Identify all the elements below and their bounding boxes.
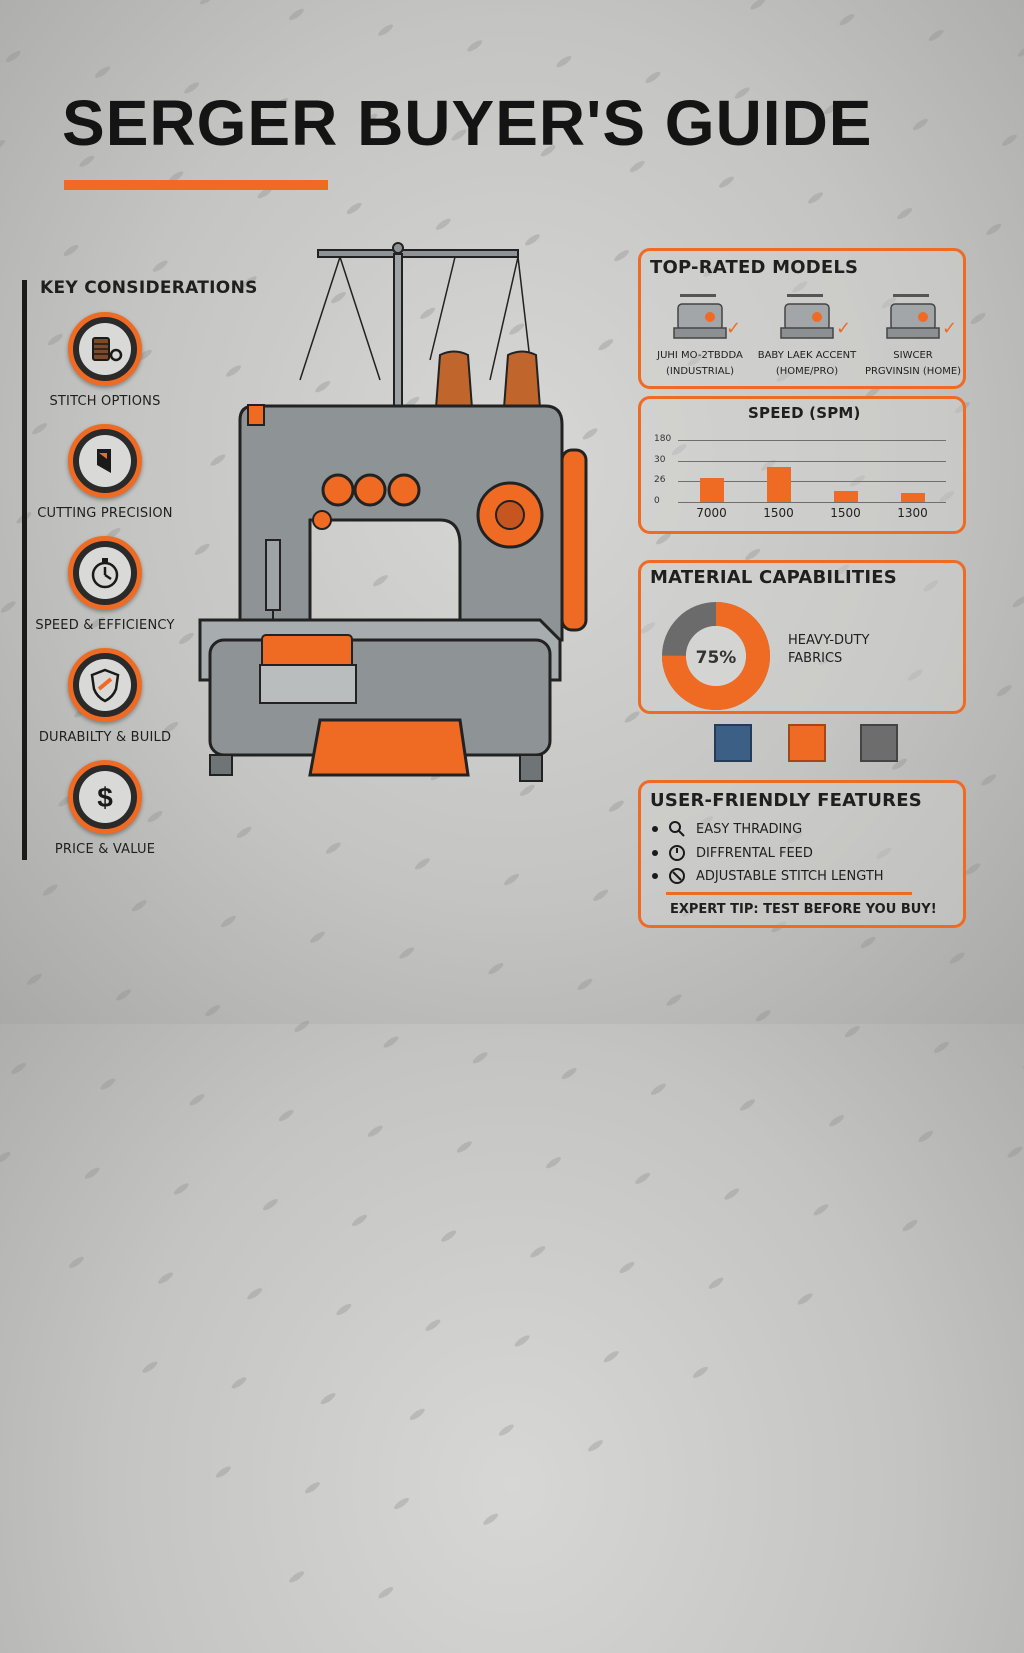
shield-icon (90, 668, 120, 703)
bullet (652, 826, 658, 832)
serger-thumbnail-icon (780, 294, 834, 339)
left-rule (22, 280, 27, 860)
x-category-label: 1300 (897, 506, 928, 520)
speed-bar (833, 491, 858, 502)
consideration-durability-build: DURABILTY & BUILD (30, 648, 180, 745)
knit-swatch-icon (860, 724, 898, 762)
x-category-label: 1500 (830, 506, 861, 520)
x-category-label: 1500 (763, 506, 794, 520)
consideration-label: PRICE & VALUE (54, 842, 156, 857)
model-name-line2: (INDUSTRIAL) (665, 366, 735, 377)
material-label-line1: HEAVY-DUTY (788, 633, 870, 648)
dollar-icon: $ (97, 782, 113, 813)
material-donut-chart: 75% (662, 602, 770, 710)
model-name-line1: JUHI MO-2TBDDA (657, 350, 743, 361)
bullet (652, 850, 658, 856)
feature-label: EASY THRADING (696, 821, 803, 837)
chart-gridline (678, 502, 946, 503)
material-capabilities-title: MATERIAL CAPABILITIES (650, 567, 897, 588)
serger-thumbnail-icon (886, 294, 940, 339)
consideration-label: STITCH OPTIONS (49, 394, 161, 409)
bullet (652, 873, 658, 879)
consideration-cutting-precision: CUTTING PRECISION (30, 424, 180, 521)
model-name-line2: PRGVINSIN (HOME) (864, 366, 962, 377)
consideration-label: DURABILTY & BUILD (38, 730, 172, 745)
page-title: SERGER BUYER'S GUIDE (62, 87, 873, 159)
speed-chart-panel (638, 396, 966, 534)
y-tick-label: 180 (654, 434, 672, 444)
top-rated-title: TOP-RATED MODELS (650, 257, 859, 278)
speed-bar (699, 477, 724, 502)
tip-divider (666, 892, 912, 895)
model-name-line2: (HOME/PRO) (775, 366, 839, 377)
blade-icon (97, 449, 111, 473)
svg-text:$: $ (97, 782, 113, 813)
speed-chart-title: SPEED (SPM) (748, 404, 861, 422)
expert-tip: EXPERT TIP: TEST BEFORE YOU BUY! (670, 902, 937, 917)
consideration-speed-efficiency: SPEED & EFFICIENCY (30, 536, 180, 633)
chart-gridline (678, 440, 946, 441)
speed-bar (900, 493, 925, 502)
feature-label: ADJUSTABLE STITCH LENGTH (696, 868, 884, 884)
y-tick-label: 30 (654, 454, 666, 465)
features-panel (638, 780, 966, 928)
donut-fill (662, 602, 770, 710)
magnifier-icon (669, 821, 685, 837)
title-underline (64, 180, 328, 190)
model-card: JUHI MO-2TBDDA (INDUSTRIAL) (645, 290, 755, 378)
consideration-label: CUTTING PRECISION (37, 506, 173, 521)
feature-item: DIFFRENTAL FEED (652, 844, 813, 862)
checkmark-icon: ✓ (942, 318, 958, 339)
clock-icon (669, 845, 685, 861)
feature-item: EASY THRADING (652, 820, 802, 838)
x-category-label: 7000 (696, 506, 727, 520)
model-card: BABY LAEK ACCENT (HOME/PRO) (752, 290, 862, 378)
consideration-label: SPEED & EFFICIENCY (35, 618, 175, 633)
material-label: HEAVY-DUTY FABRICS (788, 632, 869, 668)
thread-spool-gear-icon (92, 337, 123, 362)
features-title: USER-FRIENDLY FEATURES (650, 790, 922, 811)
orange-canvas-swatch-icon (788, 724, 826, 762)
feature-item: ADJUSTABLE STITCH LENGTH (652, 867, 884, 885)
chart-gridline (678, 460, 946, 462)
feature-label: DIFFRENTAL FEED (696, 845, 813, 861)
y-tick-label: 0 (654, 496, 660, 506)
chart-gridline (678, 481, 946, 483)
model-card: SIWCER PRGVINSIN (HOME) (858, 290, 968, 378)
donut-percent-label: 75% (696, 648, 737, 668)
serger-thumbnail-icon (673, 294, 727, 339)
stopwatch-icon (91, 558, 119, 589)
denim-swatch-icon (714, 724, 752, 762)
consideration-price-value: $ PRICE & VALUE (30, 760, 180, 857)
consideration-stitch-options: STITCH OPTIONS (30, 312, 180, 409)
model-name-line1: BABY LAEK ACCENT (757, 350, 857, 361)
material-label-line2: FABRICS (788, 651, 843, 666)
adjust-icon (669, 868, 685, 884)
checkmark-icon: ✓ (726, 318, 742, 339)
donut-hole (686, 626, 746, 686)
speed-bar (766, 467, 791, 502)
y-tick-label: 26 (654, 475, 666, 486)
model-name-line1: SIWCER (893, 350, 933, 361)
checkmark-icon: ✓ (836, 318, 852, 339)
key-considerations-title: KEY CONSIDERATIONS (40, 278, 258, 298)
serger-machine-illustration (198, 242, 588, 782)
